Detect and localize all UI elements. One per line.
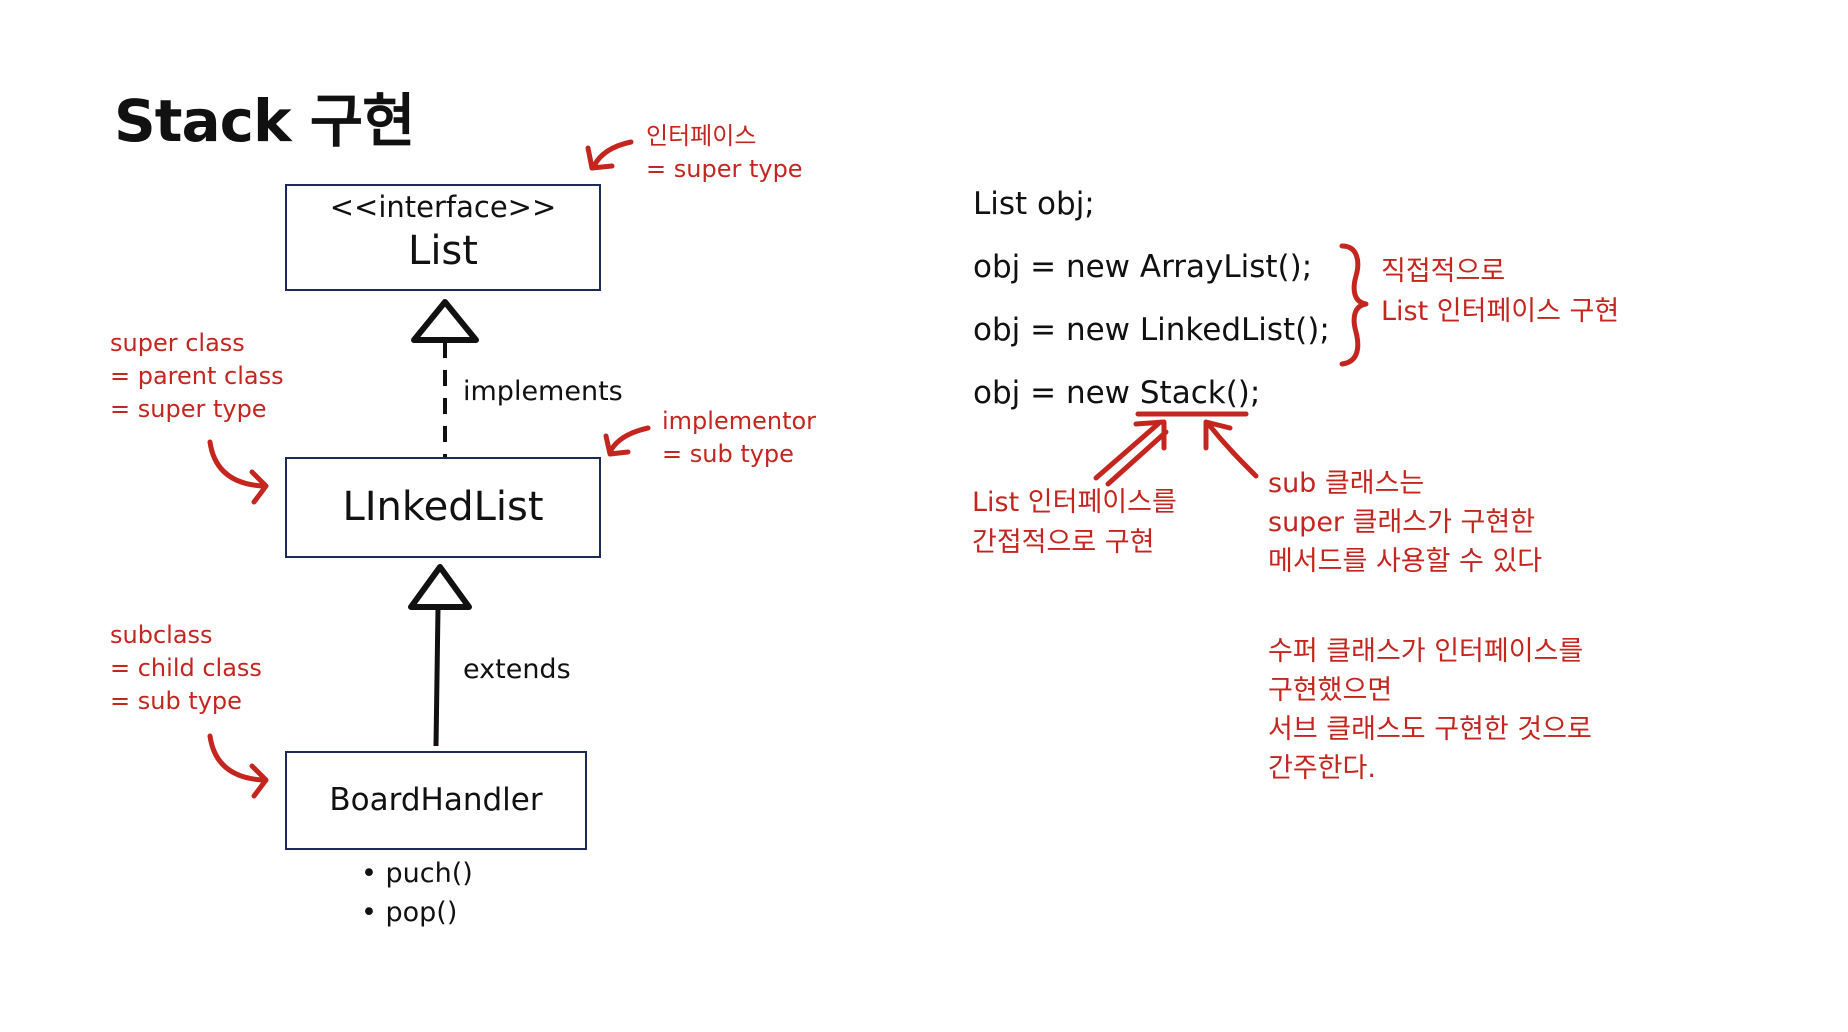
subclass-arrow [207, 733, 265, 783]
page-title: Stack 구현 [114, 87, 416, 155]
indirect-arrow-1 [1093, 421, 1161, 481]
code-line: obj = new ArrayList(); [973, 249, 1313, 285]
list-class-name: List [408, 228, 478, 274]
boardhandler-class-box: BoardHandler [285, 751, 587, 850]
list-interface-box: <<interface>> List [285, 184, 601, 291]
note-line: = super type [110, 395, 267, 423]
code-line: obj = new LinkedList(); [973, 312, 1330, 348]
interface-note: 인터페이스 = super type [646, 120, 803, 186]
extends-arrowhead [408, 564, 472, 610]
subclass-note: subclass = child class = sub type [110, 619, 262, 718]
note-line: = sub type [662, 440, 794, 468]
note-line: 메서드를 사용할 수 있다 [1268, 546, 1543, 577]
note-line: 직접적으로 [1381, 256, 1506, 287]
subclass-arrowhead [249, 763, 269, 799]
implementor-arrowhead [603, 433, 631, 457]
sub-arrow [1207, 423, 1259, 479]
note-line: = super type [646, 155, 803, 183]
indirect-note: List 인터페이스를 간접적으로 구현 [972, 483, 1177, 563]
indirect-arrow-2 [1105, 429, 1169, 487]
boardhandler-class-name: BoardHandler [329, 782, 543, 818]
implements-label: implements [463, 376, 623, 407]
brace-note: 직접적으로 List 인터페이스 구현 [1381, 252, 1619, 332]
note-line: List 인터페이스 구현 [1381, 296, 1620, 327]
sub-class-note: sub 클래스는 super 클래스가 구현한 메서드를 사용할 수 있다 [1268, 464, 1542, 581]
note-line: 간주한다. [1268, 753, 1376, 784]
note-line: 인터페이스 [646, 122, 757, 150]
conclusion-note: 수퍼 클래스가 인터페이스를 구현했으면 서브 클래스도 구현한 것으로 간주한… [1268, 632, 1592, 788]
code-brace [1339, 243, 1369, 367]
superclass-arrowhead [249, 469, 269, 505]
note-line: super 클래스가 구현한 [1268, 507, 1536, 538]
linkedlist-class-name: LInkedList [342, 484, 544, 530]
interface-stereotype: <<interface>> [329, 190, 557, 224]
indirect-arrowhead [1133, 419, 1167, 451]
superclass-note: super class = parent class = super type [110, 327, 284, 426]
implementor-arrow [607, 425, 651, 455]
note-line: 수퍼 클래스가 인터페이스를 [1268, 636, 1584, 667]
linkedlist-class-box: LInkedList [285, 457, 601, 558]
note-line: = child class [110, 654, 262, 682]
code-line: List obj; [973, 186, 1095, 222]
note-line: implementor [662, 407, 817, 435]
interface-arrowhead [585, 145, 615, 171]
note-line: 간접적으로 구현 [972, 527, 1155, 558]
note-line: 서브 클래스도 구현한 것으로 [1268, 714, 1592, 745]
boardhandler-method: • puch() [361, 858, 473, 889]
extends-line [433, 607, 441, 747]
code-line: obj = new Stack(); [973, 375, 1261, 411]
note-line: = sub type [110, 687, 242, 715]
note-line: super class [110, 329, 245, 357]
implementor-note: implementor = sub type [662, 405, 816, 471]
superclass-arrow [207, 439, 265, 489]
implements-arrowhead [411, 299, 479, 343]
interface-arrow [591, 139, 634, 169]
sub-arrowhead [1203, 419, 1233, 451]
note-line: = parent class [110, 362, 284, 390]
extends-label: extends [463, 654, 571, 685]
note-line: List 인터페이스를 [972, 487, 1177, 518]
note-line: 구현했으면 [1268, 675, 1393, 706]
note-line: subclass [110, 621, 213, 649]
boardhandler-method: • pop() [361, 897, 458, 928]
note-line: sub 클래스는 [1268, 468, 1425, 499]
